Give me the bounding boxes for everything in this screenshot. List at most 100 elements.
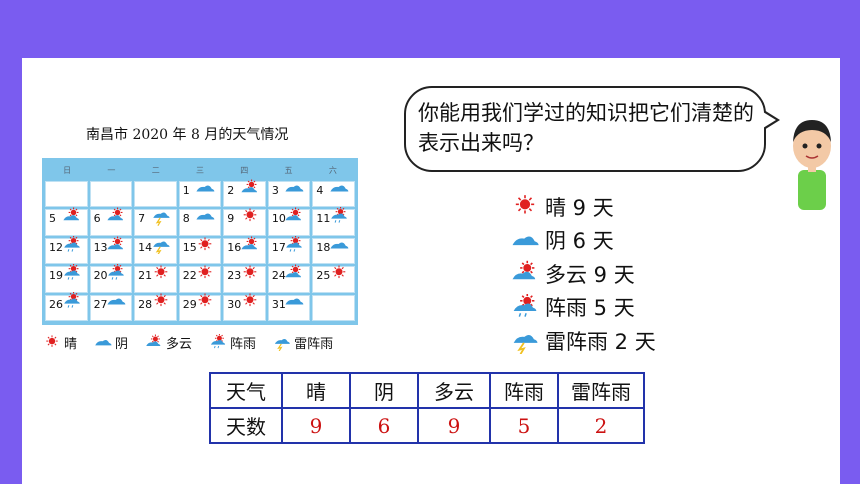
day-number: 13 <box>93 240 108 254</box>
table-header-cell: 雷阵雨 <box>557 372 645 409</box>
count-icon-wrap <box>509 327 545 355</box>
day-number: 30 <box>227 297 242 311</box>
sun-icon <box>154 293 168 307</box>
weekday-label: 二 <box>151 166 160 175</box>
weekday-label: 三 <box>195 166 204 175</box>
day-weather <box>150 236 172 259</box>
sun-icon <box>243 208 257 222</box>
calendar-day-cell: 9 <box>223 208 266 236</box>
sun-icon <box>332 265 346 278</box>
weather-legend: 晴阴多云阵雨雷阵雨 <box>42 333 333 352</box>
count-icon-wrap <box>509 260 545 287</box>
table-value-cell: 6 <box>349 407 419 444</box>
sun-icon <box>515 195 535 214</box>
day-weather <box>283 264 305 287</box>
partly-cloudy-icon <box>146 334 161 347</box>
calendar-day-cell: 11 <box>312 206 355 236</box>
day-number: 22 <box>182 269 197 283</box>
shower-icon <box>513 293 537 317</box>
shower-icon <box>286 235 303 252</box>
cloud-icon <box>512 236 539 245</box>
table-header-cell: 多云 <box>417 372 491 409</box>
day-number: 24 <box>271 269 286 283</box>
speech-bubble: 你能用我们学过的知识把它们清楚的表示出来吗？ <box>404 86 780 172</box>
day-weather <box>283 292 305 315</box>
partly-cloudy-icon <box>285 207 302 221</box>
calendar-day-cell: 23 <box>223 264 266 293</box>
calendar-day-cell: 8 <box>178 207 222 236</box>
cloud-icon <box>285 298 304 305</box>
day-number: 26 <box>49 297 63 311</box>
day-weather <box>150 292 172 315</box>
day-number: 20 <box>93 269 108 283</box>
bubble-text: 你能用我们学过的知识把它们清楚的表示出来吗？ <box>418 101 754 155</box>
day-weather <box>283 179 305 202</box>
table-row-label: 天数 <box>209 407 283 444</box>
table-value-cell: 9 <box>281 407 351 444</box>
day-weather <box>239 292 261 315</box>
weather-count-item: 阴 6 天 <box>509 224 656 258</box>
calendar-day-cell: 1 <box>178 181 222 208</box>
calendar-day-cell: 12 <box>45 235 88 265</box>
day-number: 2 <box>227 184 235 197</box>
count-text: 晴 9 天 <box>545 195 614 220</box>
day-weather <box>105 236 127 259</box>
sun-icon <box>198 265 212 278</box>
calendar-day-cell: 22 <box>178 264 222 293</box>
calendar-day-cell: 10 <box>267 207 311 236</box>
shower-icon <box>63 263 80 280</box>
day-number: 9 <box>227 212 235 226</box>
calendar-day-cell: 31 <box>267 292 311 321</box>
table-header-cell: 阴 <box>349 372 419 409</box>
calendar-day-cell: 5 <box>45 207 88 236</box>
day-number: 21 <box>138 269 153 283</box>
day-number: 10 <box>271 212 286 226</box>
day-weather <box>194 292 216 315</box>
cloud-icon <box>330 242 349 248</box>
day-weather <box>105 207 127 230</box>
calendar-day-cell: 30 <box>223 292 266 321</box>
partly-cloudy-icon <box>62 207 79 221</box>
day-number: 31 <box>271 297 286 311</box>
calendar-day-cell <box>134 181 177 208</box>
day-number: 14 <box>138 240 153 254</box>
day-weather <box>283 235 305 259</box>
legend-item: 多云 <box>144 333 192 352</box>
cloud-icon <box>196 185 215 192</box>
count-icon-wrap <box>509 293 545 321</box>
sun-icon <box>243 293 257 307</box>
day-weather <box>61 207 83 230</box>
day-weather <box>328 264 350 287</box>
weather-summary-table: 天气 晴 阴 多云 阵雨 雷阵雨 天数 9 6 9 5 2 <box>209 372 645 444</box>
legend-item: 阴 <box>93 333 128 352</box>
sun-icon <box>154 265 168 278</box>
cloud-icon <box>196 213 215 220</box>
weekday-label: 五 <box>284 166 293 175</box>
calendar-day-cell <box>45 181 88 208</box>
table-row: 天数 9 6 9 5 2 <box>209 407 645 444</box>
day-number: 8 <box>182 212 190 226</box>
day-number: 12 <box>49 240 63 254</box>
table-value-cell: 9 <box>417 407 491 444</box>
count-text: 阴 6 天 <box>545 229 614 254</box>
cloud-icon <box>95 339 112 346</box>
table-header-cell: 天气 <box>209 372 283 409</box>
weekday-label: 六 <box>328 166 337 175</box>
day-weather <box>61 292 83 315</box>
day-weather <box>239 264 261 287</box>
day-weather <box>194 207 216 230</box>
partly-cloudy-icon <box>241 179 257 192</box>
count-icon-wrap <box>509 227 545 254</box>
day-weather <box>61 235 83 259</box>
weather-count-list: 晴 9 天阴 6 天多云 9 天阵雨 5 天雷阵雨 2 天 <box>509 190 656 358</box>
day-weather <box>194 264 216 287</box>
sun-icon <box>46 335 58 347</box>
weather-count-item: 晴 9 天 <box>509 190 656 224</box>
calendar-day-cell: 2 <box>223 179 266 208</box>
day-number: 17 <box>271 240 286 254</box>
weather-count-item: 雷阵雨 2 天 <box>509 324 656 358</box>
weekday-label: 四 <box>240 166 249 175</box>
partly-cloudy-icon <box>241 236 257 249</box>
calendar-day-cell: 7 <box>134 209 177 236</box>
